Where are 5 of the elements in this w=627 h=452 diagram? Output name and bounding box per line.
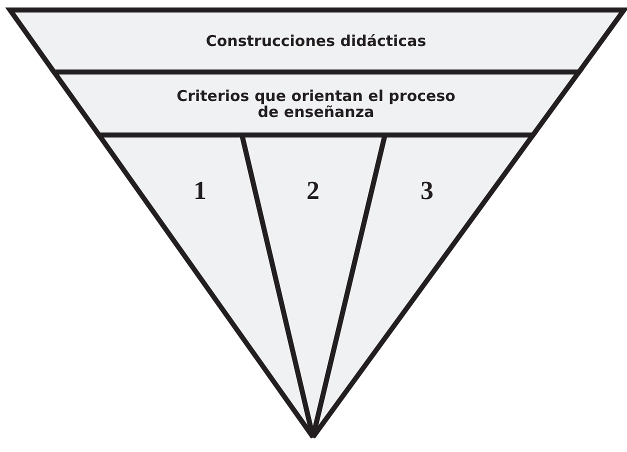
segment-number: 3 [420,177,434,205]
band-title: Criterios que orientan el proceso de enseñanza [176,88,456,120]
band-title: Construcciones didácticas [204,33,428,49]
segment-number: 1 [192,177,208,205]
segment-number: 2 [306,177,320,205]
